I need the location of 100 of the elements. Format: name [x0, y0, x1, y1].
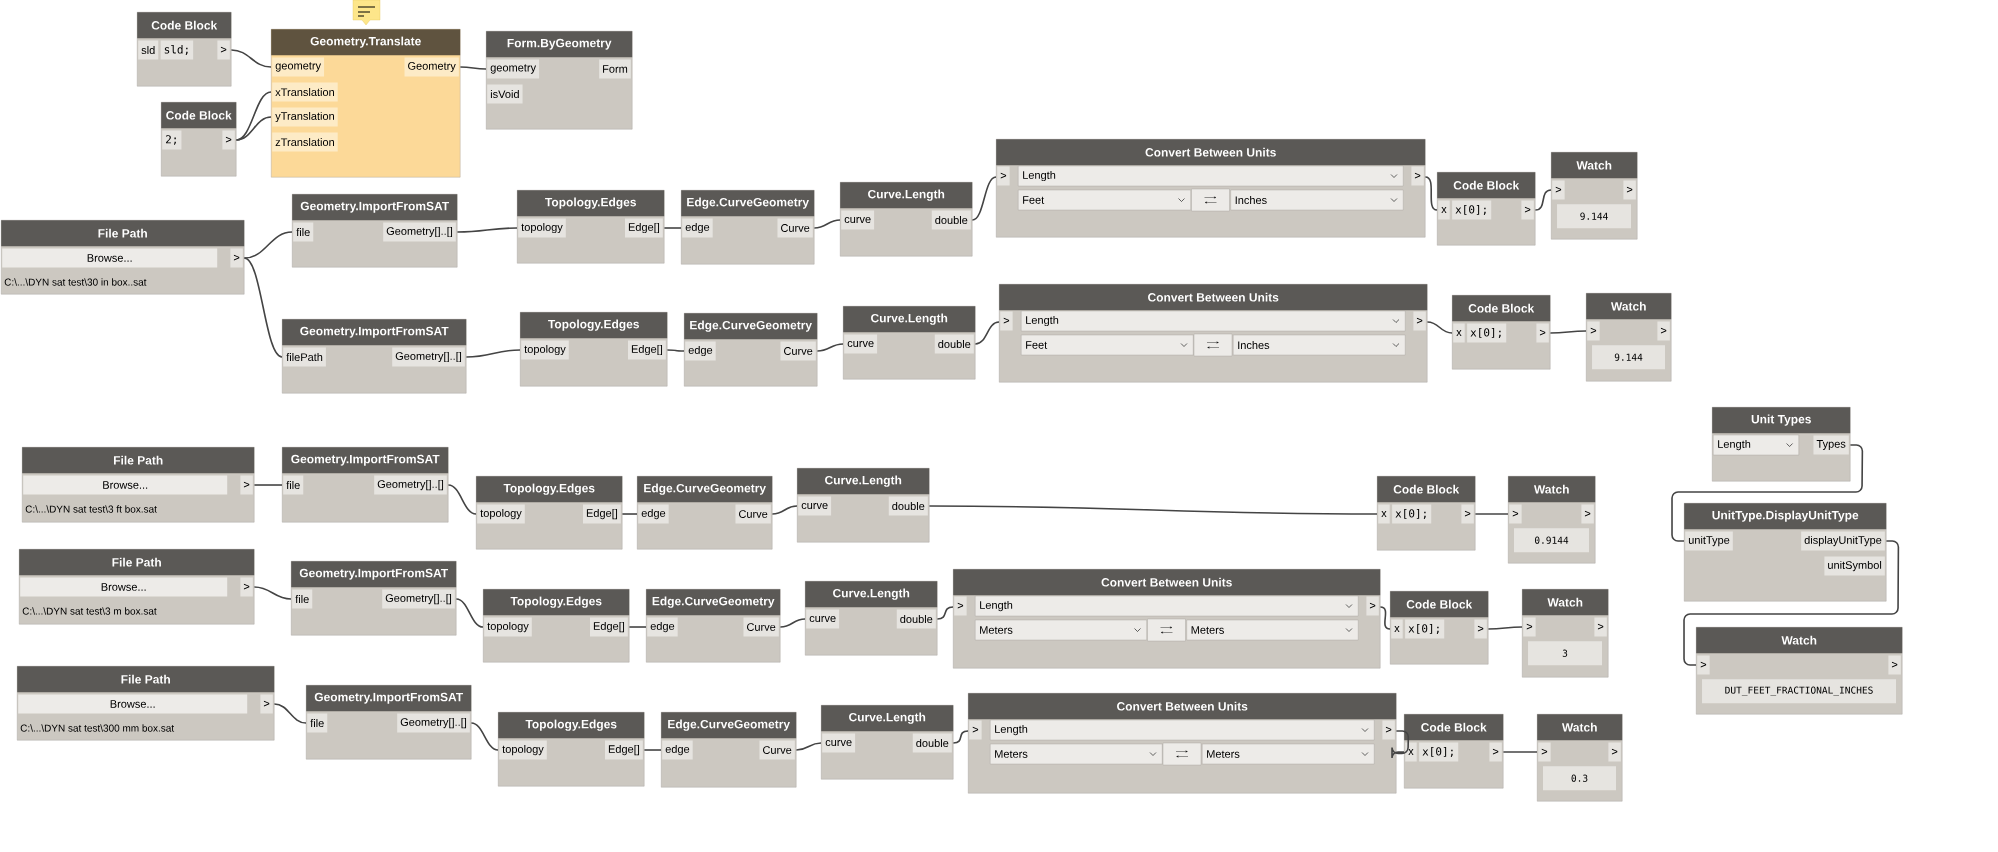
value-display: 9.144	[1557, 204, 1631, 229]
port-label: unitSymbol	[1824, 556, 1885, 576]
port-label: edge	[682, 218, 713, 238]
wire	[779, 618, 806, 628]
title-bar: Geometry.ImportFromSAT	[282, 319, 467, 346]
wire	[663, 227, 682, 229]
wire	[643, 749, 662, 751]
file-path-text: C:\...\DYN sat test\3 m box.sat	[22, 607, 157, 615]
file-path-text: C:\...\DYN sat test\300 mm box.sat	[20, 724, 175, 732]
wire	[1391, 730, 1410, 759]
title-bar: Form.ByGeometry	[486, 31, 633, 58]
wire	[952, 730, 969, 744]
title-bar: Code Block	[1377, 476, 1476, 503]
wire	[666, 349, 685, 352]
wire	[253, 484, 283, 486]
title-bar: Topology.Edges	[476, 476, 623, 503]
title-bar: Code Block	[1437, 172, 1536, 199]
title-bar: Edge.CurveGeometry	[684, 313, 818, 340]
port-label: file	[293, 222, 314, 242]
wire	[1474, 513, 1509, 515]
title-bar: Watch	[1696, 627, 1903, 654]
file-path-text: C:\...\DYN sat test\3 ft box.sat	[25, 505, 157, 513]
wire	[230, 49, 272, 68]
title-bar: File Path	[1, 220, 245, 247]
wire	[459, 66, 487, 70]
wire	[235, 116, 272, 141]
title-bar: Geometry.Translate	[271, 29, 461, 56]
wire	[456, 227, 518, 233]
title-bar: Edge.CurveGeometry	[637, 476, 773, 503]
title-bar: Curve.Length	[840, 182, 973, 209]
wire	[1502, 751, 1538, 753]
title-bar: File Path	[22, 447, 255, 474]
title-bar: Code Block	[1404, 714, 1504, 741]
title-bar: Watch	[1586, 293, 1672, 320]
title-bar: UnitType.DisplayUnitType	[1684, 503, 1887, 530]
wire	[1487, 626, 1523, 630]
title-bar: Convert Between Units	[968, 693, 1397, 720]
port-label: x	[1391, 619, 1403, 639]
wire	[465, 349, 521, 358]
title-bar: Geometry.ImportFromSAT	[291, 561, 457, 588]
wire	[447, 484, 477, 515]
wire	[243, 257, 283, 358]
wire	[621, 513, 638, 515]
title-bar: Edge.CurveGeometry	[661, 712, 797, 739]
title-bar: Topology.Edges	[520, 312, 668, 339]
port-label: file	[292, 589, 313, 609]
port-label: x	[1438, 200, 1450, 220]
port-label: x	[1453, 323, 1465, 343]
wire	[771, 505, 798, 515]
wire	[971, 176, 997, 221]
title-bar: Geometry.ImportFromSAT	[306, 685, 472, 712]
value-display: 3	[1528, 641, 1602, 666]
dropdown: Length	[1713, 434, 1799, 456]
title-bar: Topology.Edges	[483, 589, 630, 616]
wire	[628, 626, 647, 628]
port-label: edge	[647, 617, 678, 637]
title-bar: Convert Between Units	[999, 284, 1428, 311]
wire	[1426, 321, 1453, 334]
wire	[936, 606, 954, 620]
title-bar: Curve.Length	[797, 468, 930, 495]
title-bar: Watch	[1537, 714, 1623, 741]
title-bar: File Path	[17, 666, 275, 693]
title-bar: Code Block	[1452, 295, 1551, 322]
wire	[813, 219, 841, 229]
port-label: edge	[685, 341, 716, 361]
value-display: 0.9144	[1514, 528, 1589, 553]
port-label: file	[283, 475, 304, 495]
title-bar: Curve.Length	[843, 306, 976, 333]
value-display: DUT_FEET_FRACTIONAL_INCHES	[1702, 679, 1896, 704]
port-label: sld	[138, 40, 159, 60]
title-bar: Geometry.ImportFromSAT	[282, 447, 449, 474]
port-label: file	[307, 713, 328, 733]
port-label: Geometry[]..[]	[374, 475, 447, 495]
title-bar: Code Block	[161, 102, 237, 129]
title-bar: Code Block	[137, 12, 232, 39]
title-bar: Unit Types	[1712, 407, 1851, 434]
port-label: x	[1405, 742, 1417, 762]
port-label: x	[1378, 504, 1390, 524]
wire	[928, 505, 1378, 515]
port-label: Geometry[]..[]	[397, 713, 470, 733]
wire	[455, 598, 484, 628]
port-label: edge	[638, 504, 669, 524]
title-bar: Geometry.ImportFromSAT	[292, 194, 458, 221]
title-bar: Convert Between Units	[953, 569, 1381, 596]
title-bar: Watch	[1508, 476, 1596, 503]
file-path-text: C:\...\DYN sat test\30 in box..sat	[4, 278, 147, 286]
port-label: filePath	[283, 347, 326, 367]
wire	[974, 321, 1000, 345]
title-bar: Curve.Length	[821, 705, 954, 732]
wire	[816, 343, 844, 352]
wire	[253, 586, 292, 600]
port-label: Geometry[]..[]	[382, 589, 455, 609]
title-bar: Topology.Edges	[498, 712, 645, 739]
title-bar: Watch	[1551, 152, 1638, 179]
port-label: Geometry[]..[]	[392, 347, 465, 367]
wire	[1549, 330, 1587, 334]
title-bar: Convert Between Units	[996, 139, 1426, 166]
title-bar: Edge.CurveGeometry	[681, 190, 815, 217]
wire	[1424, 176, 1438, 211]
title-bar: File Path	[19, 549, 255, 576]
